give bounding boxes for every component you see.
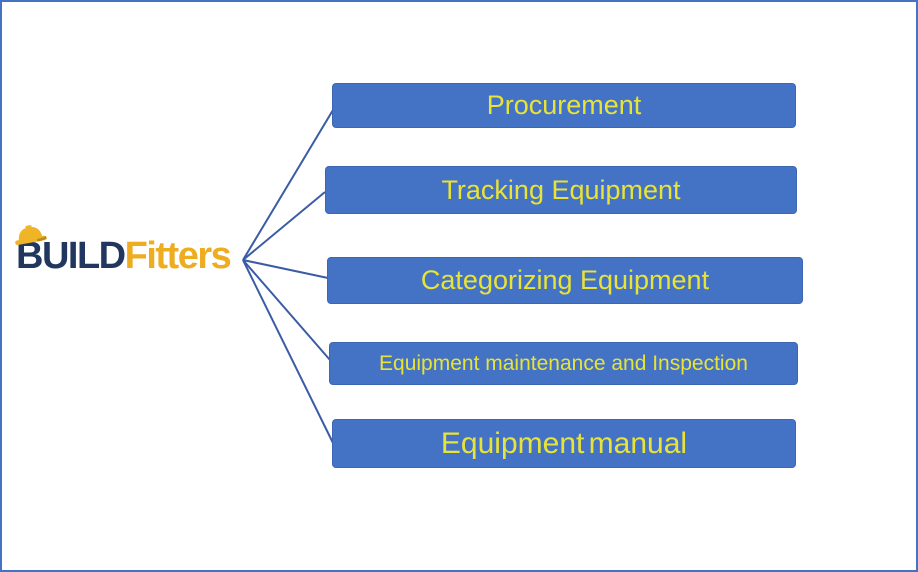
node-equipment-maintenance-inspection-label: Equipment maintenance and Inspection xyxy=(379,351,748,375)
node-equipment-manual: Equipment manual xyxy=(332,419,796,468)
connector-line-maintenance xyxy=(242,259,331,361)
buildfitters-logo: BUILDFitters xyxy=(15,225,232,279)
connector-line-tracking xyxy=(242,191,326,261)
connector-line-categorizing xyxy=(242,259,329,279)
node-categorizing-equipment-label: Categorizing Equipment xyxy=(420,265,710,295)
connector-line-manual xyxy=(242,259,334,444)
hard-hat-icon xyxy=(15,225,47,245)
node-equipment-manual-label: Equipment manual xyxy=(440,426,688,460)
node-categorizing-equipment: Categorizing Equipment xyxy=(327,257,803,304)
node-equipment-maintenance-inspection: Equipment maintenance and Inspection xyxy=(329,342,798,385)
node-procurement-label: Procurement xyxy=(486,90,642,120)
node-tracking-equipment-label: Tracking Equipment xyxy=(441,174,681,205)
logo-fitters-text: Fitters xyxy=(124,235,232,277)
node-tracking-equipment: Tracking Equipment xyxy=(325,166,797,214)
node-procurement: Procurement xyxy=(332,83,796,128)
connector-line-procurement xyxy=(242,109,334,261)
